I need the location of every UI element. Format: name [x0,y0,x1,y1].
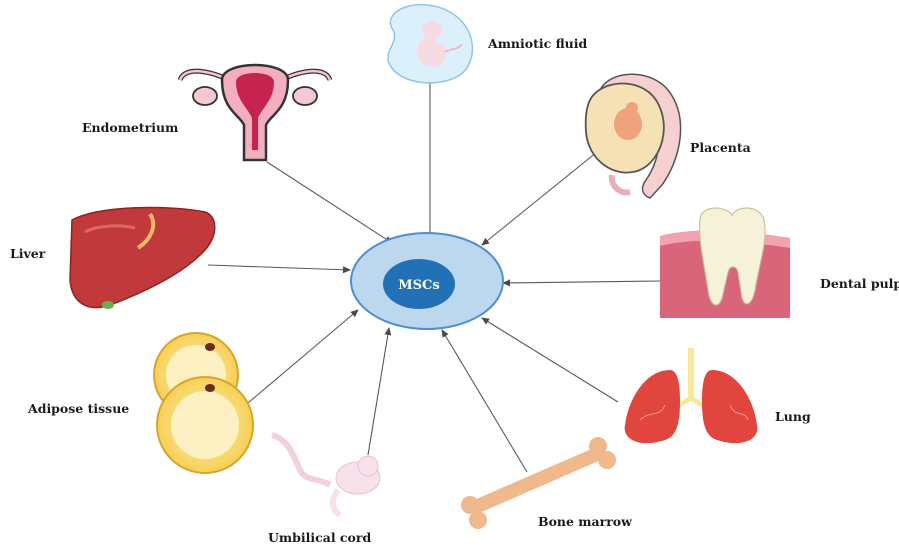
fetus-in-amniotic-sac-icon [388,5,473,83]
msc-center-node: MSCs [351,233,503,329]
label-lung: Lung [775,409,811,424]
arrow-lung [482,318,618,402]
umbilical-cord-fetus-icon [272,435,380,515]
placenta-icon [586,74,681,198]
label-umbilical-cord: Umbilical cord [268,530,371,545]
label-bone-marrow: Bone marrow [538,514,633,529]
arrow-liver [208,265,350,270]
label-adipose-tissue: Adipose tissue [27,401,129,416]
uterus-icon [180,65,330,160]
liver-icon [70,207,215,309]
arrow-dental-pulp [503,281,660,283]
arrow-adipose-tissue [248,310,358,403]
center-label: MSCs [398,278,439,293]
label-dental-pulp: Dental pulp [820,276,899,291]
arrow-placenta [482,152,597,245]
fat-cells-icon [154,333,253,473]
label-liver: Liver [10,246,46,261]
tooth-icon [660,208,790,318]
label-endometrium: Endometrium [82,120,178,135]
lungs-icon [625,348,758,443]
arrow-endometrium [267,162,392,243]
label-amniotic-fluid: Amniotic fluid [487,36,588,51]
label-placenta: Placenta [690,140,751,155]
arrow-umbilical-cord [368,328,389,455]
arrow-bone-marrow [442,330,527,472]
